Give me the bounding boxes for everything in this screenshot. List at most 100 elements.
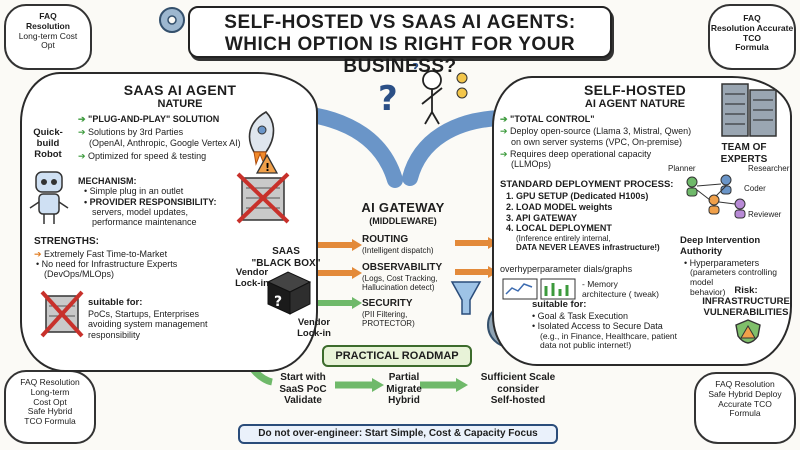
authority-item: behavior) bbox=[690, 286, 726, 297]
selfhosted-heading: SELF-HOSTED bbox=[583, 82, 687, 98]
saas-heading: SAAS AI AGENT bbox=[123, 82, 237, 98]
shield-warning-icon bbox=[735, 319, 761, 344]
roadmap-step-line: Hybrid bbox=[388, 395, 420, 406]
suitable-item: avoiding system management bbox=[88, 319, 208, 330]
corner-note-bottom-right: FAQ Resolution Safe Hybrid Deploy Accura… bbox=[694, 372, 796, 444]
risk-line: INFRASTRUCTURE bbox=[702, 295, 790, 307]
black-box-title: SAAS "BLACK BOX" bbox=[246, 246, 326, 269]
vendor-lockin-right: Vendor Lock-in bbox=[292, 317, 336, 340]
funnel-icon bbox=[450, 281, 482, 315]
roadmap-arrow-2-head bbox=[456, 378, 468, 392]
suitable-item: Goal & Task Execution bbox=[532, 311, 702, 321]
server-crossed-icon bbox=[236, 172, 290, 224]
strengths-title: STRENGTHS: bbox=[34, 236, 99, 247]
note-line: Safe Hybrid Deploy bbox=[708, 388, 782, 399]
dials-note-line: - Memory bbox=[582, 279, 618, 289]
saas-point: Optimized for speed & testing bbox=[78, 151, 246, 161]
provider-title: PROVIDER RESPONSIBILITY: bbox=[78, 197, 238, 207]
saas-mechanism: MECHANISM: Simple plug in an outlet PROV… bbox=[78, 176, 238, 228]
gateway-security: SECURITY (PII Filtering, PROTECTOR) bbox=[362, 298, 462, 328]
black-box-title-line: SAAS bbox=[272, 246, 300, 257]
observability-detail: (Logs, Cost Tracking, bbox=[362, 273, 438, 283]
suitable-item: PoCs, Startups, Enterprises bbox=[88, 308, 200, 319]
roadmap-step-2: Partial Migrate Hybrid bbox=[382, 372, 426, 407]
title-line-1: SELF-HOSTED VS SAAS AI AGENTS: bbox=[224, 12, 576, 33]
security-title: SECURITY bbox=[362, 298, 413, 309]
risk-line: Risk: bbox=[734, 285, 758, 296]
team-role-planner: Planner bbox=[668, 164, 696, 173]
saas-point: Solutions by 3rd Parties bbox=[78, 127, 246, 137]
process-title: STANDARD DEPLOYMENT PROCESS: bbox=[500, 179, 674, 190]
roadmap-step-line: Partial bbox=[388, 372, 420, 383]
vendor-lockin-line: Lock-in bbox=[235, 277, 269, 289]
rocket-icon bbox=[248, 111, 275, 166]
roadmap-step-line: Sufficient Scale bbox=[480, 372, 556, 383]
svg-text:?: ? bbox=[274, 294, 282, 310]
suitable-title: suitable for: bbox=[88, 297, 143, 308]
authority-item: (parameters controlling model bbox=[690, 267, 777, 287]
small-question-icon: ? bbox=[412, 61, 419, 75]
routing-detail: (Intelligent dispatch) bbox=[362, 245, 434, 255]
suitable-item: Isolated Access to Secure Data bbox=[532, 321, 702, 331]
note-line: Safe Hybrid bbox=[27, 406, 73, 417]
roadmap-step-1: Start with SaaS PoC Validate bbox=[268, 372, 338, 407]
vendor-lockin-line: Vendor bbox=[235, 267, 269, 278]
provider-detail: performance maintenance bbox=[92, 217, 197, 228]
selfhosted-suitable: suitable for: Goal & Task Execution Isol… bbox=[532, 299, 702, 351]
team-people-icon bbox=[686, 174, 746, 219]
note-line: FAQ bbox=[39, 11, 57, 21]
strength-item: No need for Infrastructure Experts bbox=[34, 259, 244, 269]
process-step: 2. LOAD MODEL weights bbox=[506, 201, 613, 212]
note-line: Resolution bbox=[26, 20, 70, 31]
note-line: Formula bbox=[735, 42, 769, 53]
note-line: TCO Formula bbox=[24, 416, 76, 427]
team-title-line: TEAM OF bbox=[721, 142, 767, 153]
gateway-observability: OBSERVABILITY (Logs, Cost Tracking, Hall… bbox=[362, 262, 462, 292]
note-line: FAQ Resolution bbox=[715, 379, 775, 389]
note-line: Accurate TCO bbox=[718, 398, 772, 409]
gateway-routing: ROUTING (Intelligent dispatch) bbox=[362, 234, 462, 255]
provider-detail: servers, model updates, bbox=[92, 207, 189, 218]
security-detail: PROTECTOR) bbox=[362, 318, 415, 328]
question-mark-icon: ? bbox=[378, 79, 398, 119]
roadmap-title: PRACTICAL ROADMAP bbox=[322, 345, 472, 367]
mechanism-title: MECHANISM: bbox=[78, 176, 137, 186]
process-step: 1. GPU SETUP (Dedicated H100s) bbox=[506, 190, 649, 201]
dials-note: - Memory architecture ( tweak) bbox=[582, 279, 682, 300]
team-role-coder: Coder bbox=[744, 184, 766, 193]
robot-label-line: build bbox=[36, 137, 60, 149]
robot-label-line: Quick- bbox=[33, 127, 63, 138]
suitable-title: suitable for: bbox=[532, 299, 587, 310]
blue-arrow-right bbox=[402, 110, 508, 186]
note-line: Formula bbox=[729, 408, 761, 419]
routing-title: ROUTING bbox=[362, 234, 409, 245]
note-line: FAQ bbox=[743, 13, 761, 23]
team-role-reviewer: Reviewer bbox=[748, 210, 782, 219]
selfhosted-subheading: AI AGENT NATURE bbox=[584, 98, 686, 110]
title-line-2: WHICH OPTION IS RIGHT FOR YOUR BUSINESS? bbox=[224, 34, 576, 77]
process-step: 4. LOCAL DEPLOYMENT bbox=[506, 223, 612, 234]
roadmap-arrow-1-head bbox=[372, 378, 384, 392]
saas-suitable: suitable for: PoCs, Startups, Enterprise… bbox=[88, 297, 248, 340]
selfhosted-point: "TOTAL CONTROL" bbox=[500, 114, 710, 124]
dials-title: overhyperparameter dials/graphs bbox=[500, 264, 633, 274]
server-crossed-icon bbox=[40, 290, 84, 338]
gear-icon bbox=[159, 7, 185, 33]
orange-arrow-2-head bbox=[352, 267, 362, 279]
authority: Deep Intervention Authority Hyperparamet… bbox=[680, 235, 792, 297]
selfhosted-header: SELF-HOSTED AI AGENT NATURE bbox=[560, 82, 710, 110]
note-line: Resolution Accurate TCO bbox=[710, 22, 794, 43]
saas-points: "PLUG-AND-PLAY" SOLUTION Solutions by 3r… bbox=[78, 114, 246, 161]
robot-label: Quick- build Robot bbox=[28, 127, 68, 161]
roadmap-step-line: Start with bbox=[280, 372, 326, 383]
emoji-icon bbox=[456, 87, 468, 99]
gateway-header: AI GATEWAY (MIDDLEWARE) bbox=[348, 200, 458, 226]
authority-title: Deep Intervention Authority bbox=[680, 235, 761, 257]
note-line: Opt bbox=[41, 40, 55, 51]
server-rack-icon bbox=[721, 83, 777, 137]
title-box: SELF-HOSTED VS SAAS AI AGENTS: WHICH OPT… bbox=[188, 6, 612, 77]
note-line: Long-term Cost bbox=[18, 30, 78, 41]
selfhosted-point: Deploy open-source (Llama 3, Mistral, Qw… bbox=[500, 126, 710, 136]
robot-icon bbox=[29, 171, 69, 224]
roadmap-step-line: SaaS PoC bbox=[279, 383, 327, 395]
